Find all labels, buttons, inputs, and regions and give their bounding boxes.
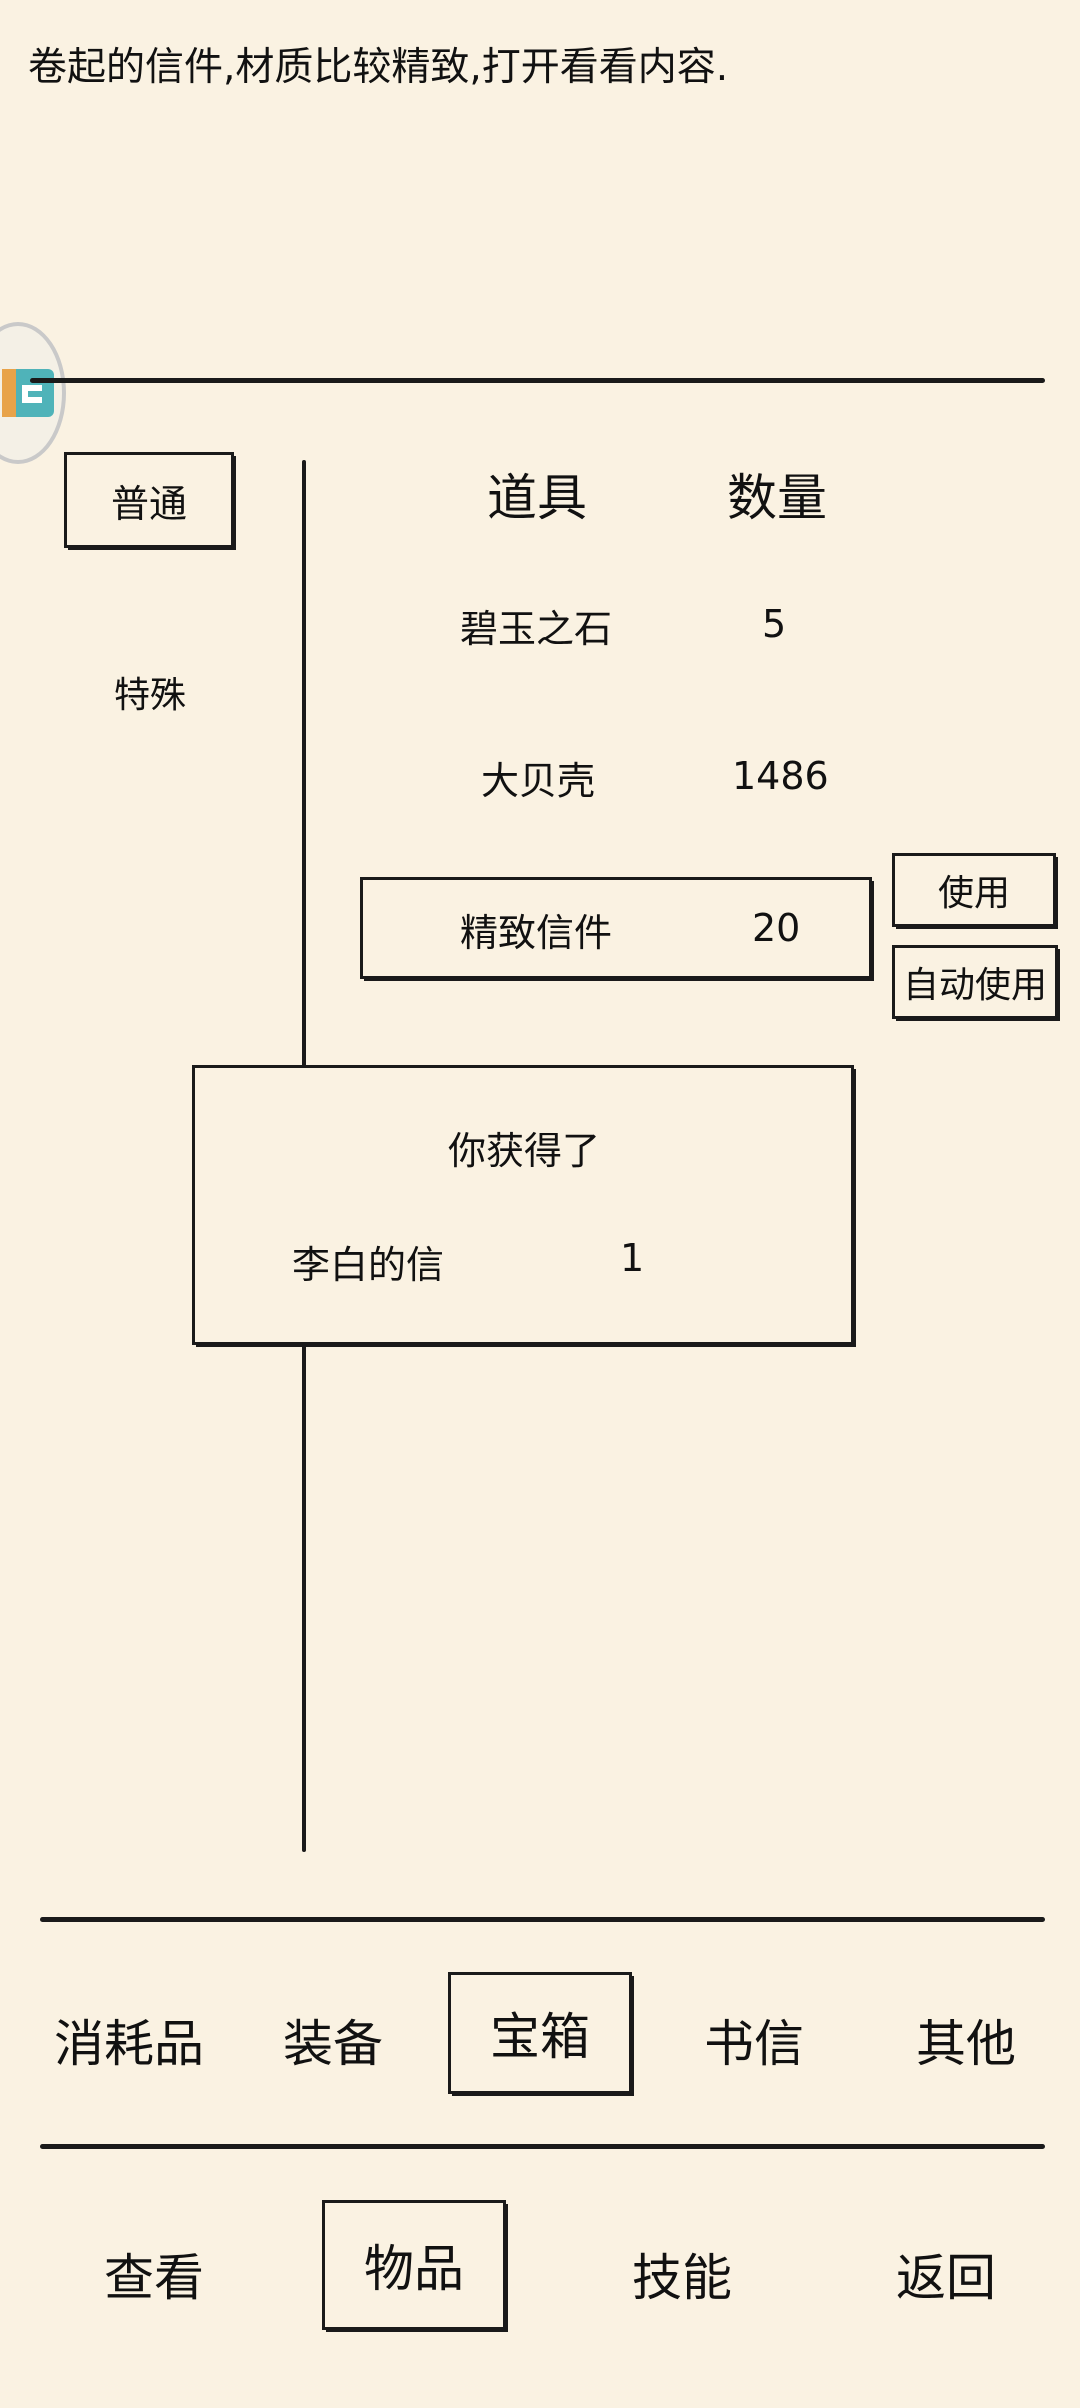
use-button[interactable]: 使用 <box>892 853 1056 927</box>
side-tab-special[interactable]: 特殊 <box>114 675 187 716</box>
side-tab-normal-label: 普通 <box>110 481 187 526</box>
item-row-selected[interactable] <box>360 877 872 979</box>
category-tab-letters[interactable]: 书信 <box>704 2015 804 2073</box>
reward-popup[interactable] <box>192 1065 854 1345</box>
header-quantity: 数量 <box>727 469 827 527</box>
item-row-name[interactable]: 碧玉之石 <box>460 607 613 651</box>
auto-use-button[interactable]: 自动使用 <box>892 945 1058 1019</box>
reward-popup-title: 你获得了 <box>448 1129 601 1173</box>
nav-items-label: 物品 <box>364 2240 464 2298</box>
top-divider <box>30 378 1045 383</box>
category-tab-equipment[interactable]: 装备 <box>283 2015 383 2073</box>
category-tab-chests-label: 宝箱 <box>490 2008 590 2066</box>
category-tab-consumables[interactable]: 消耗品 <box>54 2015 204 2073</box>
nav-items[interactable]: 物品 <box>322 2200 506 2330</box>
nav-back[interactable]: 返回 <box>896 2249 996 2307</box>
use-button-label: 使用 <box>937 873 1010 914</box>
side-tab-normal[interactable]: 普通 <box>64 452 234 548</box>
item-row-name[interactable]: 大贝壳 <box>481 759 596 803</box>
item-description: 卷起的信件,材质比较精致,打开看看内容. <box>28 45 729 90</box>
category-tab-chests[interactable]: 宝箱 <box>448 1972 632 2094</box>
nav-skills[interactable]: 技能 <box>632 2249 732 2307</box>
reward-item-qty: 1 <box>620 1236 645 1280</box>
item-row-qty: 5 <box>762 602 787 646</box>
item-row-name: 精致信件 <box>460 911 613 955</box>
item-row-qty: 1486 <box>732 754 829 798</box>
header-item: 道具 <box>487 469 587 527</box>
reward-item-name: 李白的信 <box>292 1243 445 1287</box>
category-divider-bottom <box>40 2144 1045 2149</box>
nav-view[interactable]: 查看 <box>104 2249 204 2307</box>
category-tab-others[interactable]: 其他 <box>916 2015 1016 2073</box>
auto-use-button-label: 自动使用 <box>902 965 1047 1006</box>
item-row-qty: 20 <box>752 906 801 950</box>
assistant-logo-icon <box>2 369 54 417</box>
category-divider-top <box>40 1917 1045 1922</box>
